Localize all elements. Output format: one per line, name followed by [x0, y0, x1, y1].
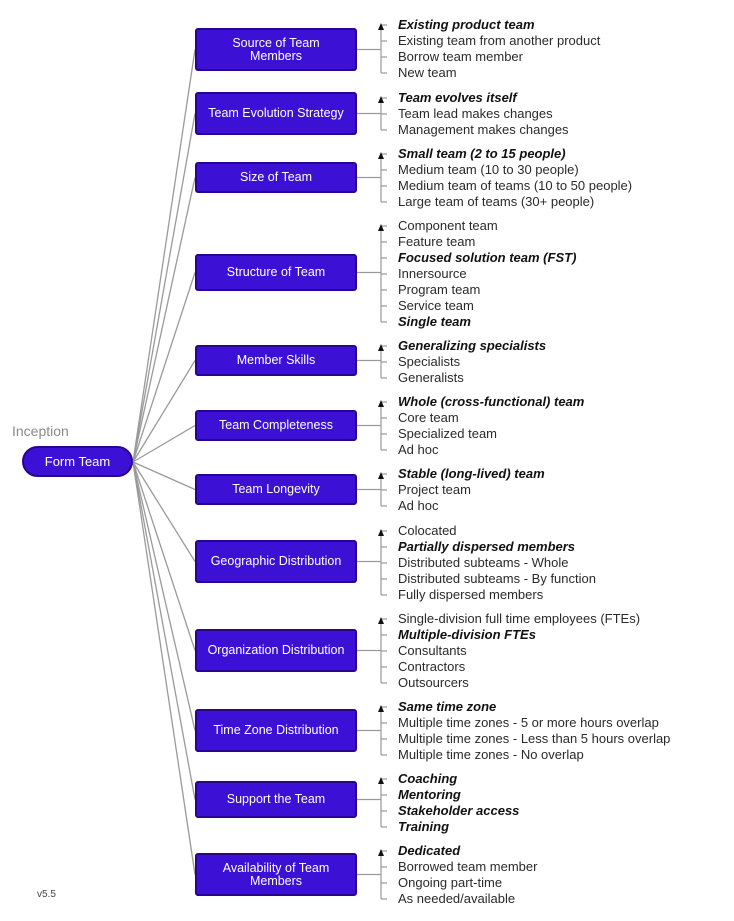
arrow-up-icon	[378, 705, 384, 712]
arrow-up-icon	[378, 344, 384, 351]
option[interactable]: Existing team from another product	[398, 33, 601, 48]
arrow-up-icon	[378, 96, 384, 103]
option-default[interactable]: Same time zone	[398, 699, 497, 714]
connector-line	[132, 272, 196, 463]
option[interactable]: Specialists	[398, 354, 461, 369]
arrow-up-icon	[378, 529, 384, 536]
option[interactable]: Large team of teams (30+ people)	[398, 194, 595, 209]
option-default[interactable]: Small team (2 to 15 people)	[398, 146, 566, 161]
option-default[interactable]: Mentoring	[398, 787, 461, 802]
option[interactable]: Distributed subteams - Whole	[398, 555, 569, 570]
option[interactable]: Multiple time zones - 5 or more hours ov…	[398, 715, 659, 730]
factor-support-the-team[interactable]: Support the Team	[195, 781, 357, 818]
phase-label: Inception	[12, 423, 69, 439]
version-label: v5.5	[37, 889, 56, 900]
option[interactable]: Multiple time zones - Less than 5 hours …	[398, 731, 671, 746]
option[interactable]: Management makes changes	[398, 122, 569, 137]
connector-line	[132, 461, 196, 875]
arrow-up-icon	[378, 617, 384, 624]
goal-form-team[interactable]: Form Team	[22, 446, 133, 477]
connector-line	[132, 461, 196, 562]
factor-geographic-distribution[interactable]: Geographic Distribution	[195, 540, 357, 583]
option-default[interactable]: Training	[398, 819, 450, 834]
option[interactable]: Program team	[398, 282, 481, 297]
option-default[interactable]: Generalizing specialists	[398, 338, 547, 353]
option[interactable]: Project team	[398, 482, 471, 497]
option[interactable]: Team lead makes changes	[398, 106, 553, 121]
option[interactable]: Fully dispersed members	[398, 587, 544, 602]
factor-team-completeness[interactable]: Team Completeness	[195, 410, 357, 441]
option[interactable]: Innersource	[398, 266, 467, 281]
option[interactable]: Generalists	[398, 370, 464, 385]
option[interactable]: Distributed subteams - By function	[398, 571, 596, 586]
option-default[interactable]: Partially dispersed members	[398, 539, 576, 554]
option-default[interactable]: Multiple-division FTEs	[398, 627, 536, 642]
option[interactable]: New team	[398, 65, 457, 80]
option[interactable]: Core team	[398, 410, 459, 425]
factor-structure-of-team[interactable]: Structure of Team	[195, 254, 357, 291]
connector-line	[132, 113, 196, 463]
option[interactable]: Specialized team	[398, 426, 497, 441]
factor-availability-of-team-members[interactable]: Availability of Team Members	[195, 853, 357, 896]
option-default[interactable]: Focused solution team (FST)	[398, 250, 577, 265]
option-default[interactable]: Existing product team	[398, 17, 535, 32]
option-default[interactable]: Dedicated	[398, 843, 461, 858]
connector-line	[132, 49, 196, 463]
option[interactable]: As needed/available	[398, 891, 516, 906]
arrow-up-icon	[378, 400, 384, 407]
arrow-up-icon	[378, 777, 384, 784]
arrow-up-icon	[378, 849, 384, 856]
connector-line	[132, 424, 196, 463]
factor-team-longevity[interactable]: Team Longevity	[195, 474, 357, 505]
option[interactable]: Ad hoc	[398, 442, 439, 457]
connector-line	[132, 461, 196, 731]
option[interactable]: Colocated	[398, 523, 457, 538]
option-default[interactable]: Stable (long-lived) team	[398, 466, 545, 481]
option[interactable]: Multiple time zones - No overlap	[398, 747, 584, 762]
factor-time-zone-distribution[interactable]: Time Zone Distribution	[195, 709, 357, 752]
option-default[interactable]: Whole (cross-functional) team	[398, 394, 585, 409]
option-default[interactable]: Single team	[398, 314, 471, 329]
factor-organization-distribution[interactable]: Organization Distribution	[195, 629, 357, 672]
option[interactable]: Ad hoc	[398, 498, 439, 513]
connector-line	[132, 461, 196, 491]
option[interactable]: Borrowed team member	[398, 859, 538, 874]
option[interactable]: Ongoing part-time	[398, 875, 503, 890]
factor-team-evolution-strategy[interactable]: Team Evolution Strategy	[195, 92, 357, 135]
option[interactable]: Consultants	[398, 643, 467, 658]
option[interactable]: Medium team of teams (10 to 50 people)	[398, 178, 633, 193]
option[interactable]: Feature team	[398, 234, 476, 249]
option-default[interactable]: Team evolves itself	[398, 90, 517, 105]
arrow-up-icon	[378, 152, 384, 159]
option[interactable]: Borrow team member	[398, 49, 523, 64]
factor-size-of-team[interactable]: Size of Team	[195, 162, 357, 193]
connector-line	[132, 177, 196, 463]
option-default[interactable]: Stakeholder access	[398, 803, 520, 818]
option[interactable]: Contractors	[398, 659, 466, 674]
connector-line	[132, 461, 196, 651]
option[interactable]: Single-division full time employees (FTE…	[398, 611, 641, 626]
factor-source-of-team-members[interactable]: Source of Team Members	[195, 28, 357, 71]
arrow-up-icon	[378, 224, 384, 231]
option[interactable]: Outsourcers	[398, 675, 469, 690]
connector-line	[132, 360, 196, 463]
factor-member-skills[interactable]: Member Skills	[195, 345, 357, 376]
option-default[interactable]: Coaching	[398, 771, 458, 786]
option[interactable]: Component team	[398, 218, 498, 233]
arrow-up-icon	[378, 472, 384, 479]
connector-line	[132, 461, 196, 800]
option[interactable]: Service team	[398, 298, 474, 313]
option[interactable]: Medium team (10 to 30 people)	[398, 162, 579, 177]
arrow-up-icon	[378, 23, 384, 30]
